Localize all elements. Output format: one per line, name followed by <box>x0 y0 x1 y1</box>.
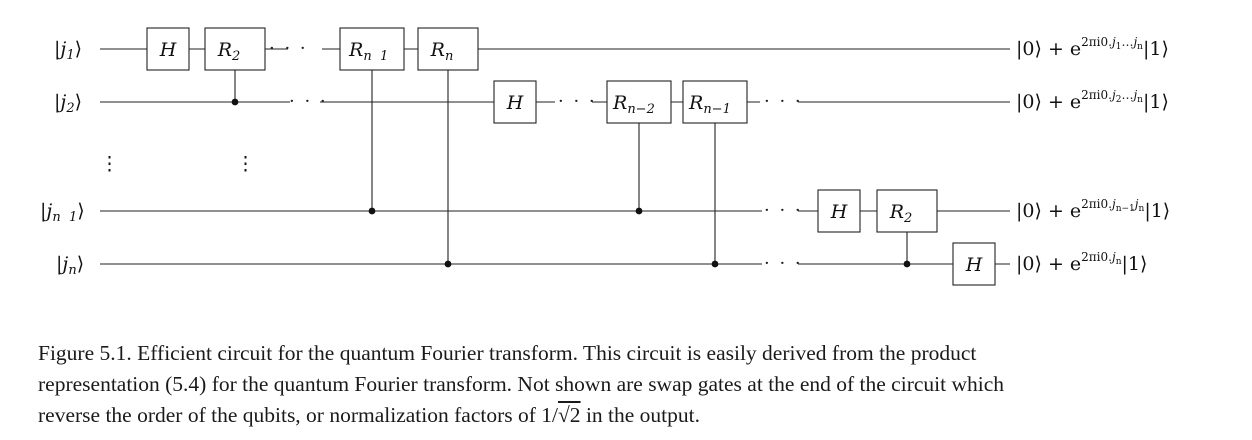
gate-r-label: R <box>612 92 627 114</box>
caption-line: representation (5.4) for the quantum Fou… <box>38 372 1005 396</box>
vertical-ellipsis: ⋮ <box>236 153 255 175</box>
gate-r-sub: 2 <box>903 211 912 226</box>
input-ket-j1: |j1⟩ <box>54 38 82 63</box>
gate-r-sub: n−1 <box>703 102 731 117</box>
control-dot <box>711 260 719 268</box>
gate-h-row2: H <box>493 80 537 124</box>
ellipsis: · · · <box>764 200 803 221</box>
control-dot <box>231 98 239 106</box>
gate-h-row-n: H <box>952 242 996 286</box>
svg-text:Rn−2: Rn−2 <box>612 92 655 117</box>
gate-rn-1-row1: Rn 1 <box>339 27 405 71</box>
input-ket-jn-1: |jn 1⟩ <box>40 200 85 225</box>
gate-r-sub: n 1 <box>363 49 388 64</box>
gate-r-sub: 2 <box>231 49 240 64</box>
output-state-n-1: |0⟩ + e2πi0.jn−1jn|1⟩ <box>1016 197 1170 222</box>
svg-text:R2: R2 <box>889 201 913 226</box>
gate-h-label: H <box>506 92 524 114</box>
gate-h-row1: H <box>146 27 190 71</box>
gate-h-label: H <box>830 201 848 223</box>
output-state-1: |0⟩ + e2πi0.j1…jn|1⟩ <box>1016 35 1169 60</box>
gate-h-row-n-1: H <box>817 189 861 233</box>
input-ket-j2: |j2⟩ <box>54 91 82 116</box>
gate-rn-2-row2: Rn−2 <box>606 80 672 124</box>
caption-line: Figure 5.1. Efficient circuit for the qu… <box>38 341 977 365</box>
svg-text:Rn−1: Rn−1 <box>688 92 731 117</box>
svg-text:R2: R2 <box>217 39 241 64</box>
ellipsis: · · · <box>269 38 308 59</box>
vertical-ellipsis: ⋮ <box>100 153 119 175</box>
control-dot <box>444 260 452 268</box>
output-state-2: |0⟩ + e2πi0.j2…jn|1⟩ <box>1016 88 1169 113</box>
ellipsis: · · · <box>764 91 803 112</box>
control-dot <box>903 260 911 268</box>
input-ket-jn: |jn⟩ <box>56 253 84 278</box>
gate-r-sub: n <box>445 49 453 64</box>
gate-r-label: R <box>430 39 445 61</box>
ellipsis: · · · <box>289 91 328 112</box>
ellipsis: · · · <box>558 91 597 112</box>
svg-text:Rn: Rn <box>430 39 454 64</box>
gate-r-label: R <box>889 201 904 223</box>
gate-r-sub: n−2 <box>627 102 655 117</box>
gate-r-label: R <box>348 39 363 61</box>
gate-h-label: H <box>965 254 983 276</box>
gate-rn-1-row2: Rn−1 <box>682 80 748 124</box>
ellipsis: · · · <box>764 253 803 274</box>
qft-circuit-diagram: H R2 · · · Rn 1 Rn · · · H · · · Rn−2 Rn… <box>40 27 1170 286</box>
gate-h-label: H <box>159 39 177 61</box>
caption-line: reverse the order of the qubits, or norm… <box>38 403 700 427</box>
gate-r2-row1: R2 <box>204 27 266 71</box>
gate-r2-row-n-1: R2 <box>876 189 938 233</box>
figure-caption: Figure 5.1. Efficient circuit for the qu… <box>38 338 1228 431</box>
control-dot <box>635 207 643 215</box>
gate-rn-row1: Rn <box>417 27 479 71</box>
gate-r-label: R <box>688 92 703 114</box>
output-state-n: |0⟩ + e2πi0.jn|1⟩ <box>1016 250 1147 275</box>
control-dot <box>368 207 376 215</box>
svg-text:Rn 1: Rn 1 <box>348 39 388 64</box>
gate-r-label: R <box>217 39 232 61</box>
